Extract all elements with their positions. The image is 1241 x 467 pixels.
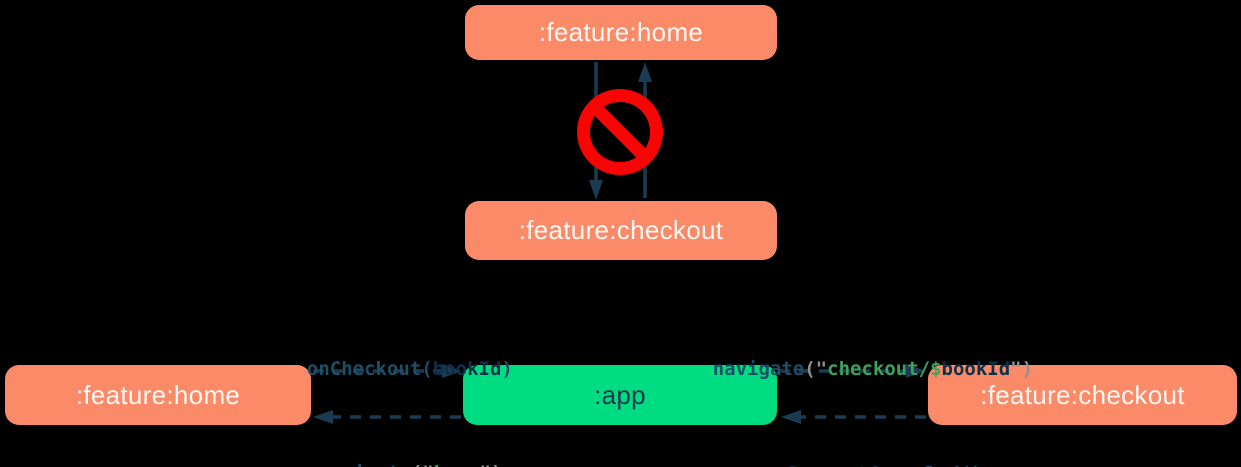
module-node-feature-home-top: :feature:home (465, 5, 777, 60)
label-navigate-home: navigate("home") (274, 436, 503, 467)
code-token: bookId (941, 358, 1011, 380)
code-token: bookId (432, 358, 502, 380)
code-token: (" (804, 358, 828, 380)
module-node-feature-home-bottom: :feature:home (5, 365, 311, 425)
arrow-navigate-checkout (779, 364, 926, 378)
code-token: home (434, 462, 480, 467)
module-label: :feature:home (538, 17, 704, 47)
module-label: :app (594, 379, 646, 410)
module-node-app: :app (463, 365, 777, 425)
code-token: ") (480, 462, 503, 467)
code-token: ) (501, 358, 513, 380)
arrow-onpaymentcanceled (781, 410, 926, 424)
code-token: (" (411, 462, 434, 467)
label-navigate-checkout: navigate("checkout/$bookId") (667, 332, 1033, 407)
code-token: ") (1010, 358, 1034, 380)
module-label: :feature:home (75, 379, 241, 410)
code-token: navigate (712, 358, 805, 380)
code-token: navigate (319, 462, 411, 467)
label-onpaymentcanceled: onPaymentCanceled() (719, 437, 982, 467)
arrow-navigate-home (313, 410, 461, 424)
label-oncheckout: onCheckout(bookId) (261, 332, 513, 407)
code-token: checkout/$ (827, 358, 942, 380)
module-node-feature-checkout-bottom: :feature:checkout (928, 365, 1237, 425)
module-label: :feature:checkout (980, 379, 1185, 410)
no-entry-icon (577, 89, 663, 175)
module-node-feature-checkout-top: :feature:checkout (465, 201, 777, 260)
code-token: onCheckout( (306, 358, 433, 380)
code-token: onPaymentCanceled() (765, 463, 982, 467)
module-label: :feature:checkout (518, 215, 724, 245)
arrow-oncheckout (313, 364, 462, 378)
